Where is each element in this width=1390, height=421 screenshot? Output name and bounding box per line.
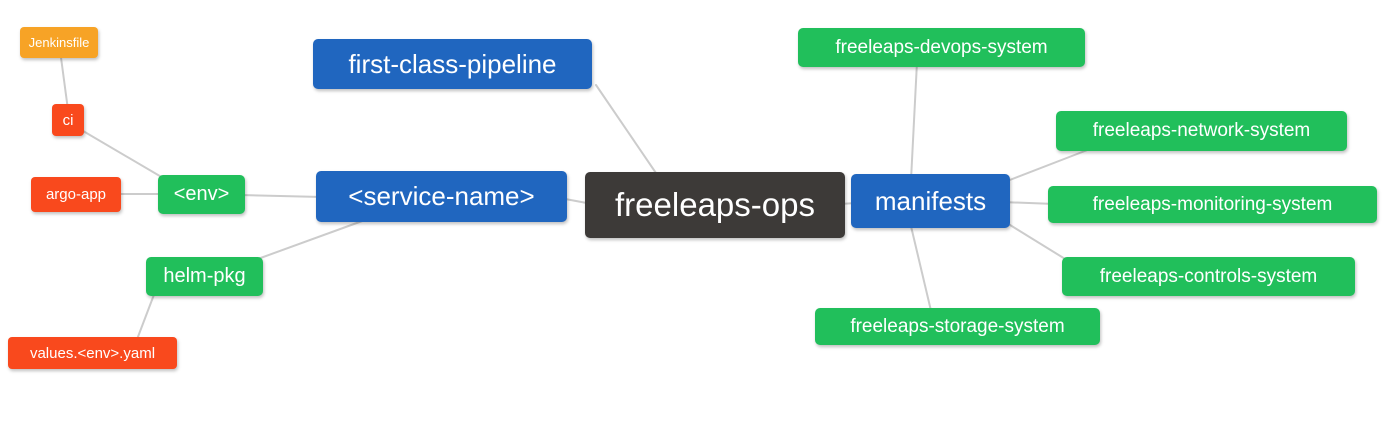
- node-freeleaps-ops[interactable]: freeleaps-ops: [585, 172, 845, 238]
- edge-manifests-monitoring-system: [1001, 201, 1056, 205]
- node-first-class-pipeline[interactable]: first-class-pipeline: [313, 39, 592, 89]
- node-freeleaps-storage-system[interactable]: freeleaps-storage-system: [815, 308, 1100, 345]
- node-ci[interactable]: ci: [52, 104, 84, 136]
- edge-manifests-storage-system: [909, 221, 933, 316]
- node-freeleaps-devops-system[interactable]: freeleaps-devops-system: [798, 28, 1085, 67]
- edge-jenkinsfile-ci: [59, 49, 69, 111]
- node-freeleaps-controls-system[interactable]: freeleaps-controls-system: [1062, 257, 1355, 296]
- node-env[interactable]: <env>: [158, 175, 245, 214]
- edge-manifests-controls-system: [1001, 219, 1071, 263]
- node-manifests[interactable]: manifests: [851, 174, 1010, 228]
- node-freeleaps-monitoring-system[interactable]: freeleaps-monitoring-system: [1048, 186, 1377, 223]
- node-jenkinsfile[interactable]: Jenkinsfile: [20, 27, 98, 58]
- edge-devops-system-manifests: [910, 61, 918, 181]
- edge-manifests-network-system: [1001, 148, 1091, 184]
- edge-env-service-name: [239, 194, 323, 198]
- node-service-name[interactable]: <service-name>: [316, 171, 567, 222]
- edge-pipeline-freeleaps-ops: [595, 84, 659, 177]
- node-freeleaps-network-system[interactable]: freeleaps-network-system: [1056, 111, 1347, 151]
- edge-ci-env: [77, 127, 171, 183]
- edge-helm-pkg-values-env-yaml: [135, 291, 156, 343]
- node-argo-app[interactable]: argo-app: [31, 177, 121, 212]
- edge-service-name-helm-pkg: [254, 219, 366, 261]
- node-values-env-yaml[interactable]: values.<env>.yaml: [8, 337, 177, 369]
- node-helm-pkg[interactable]: helm-pkg: [146, 257, 263, 296]
